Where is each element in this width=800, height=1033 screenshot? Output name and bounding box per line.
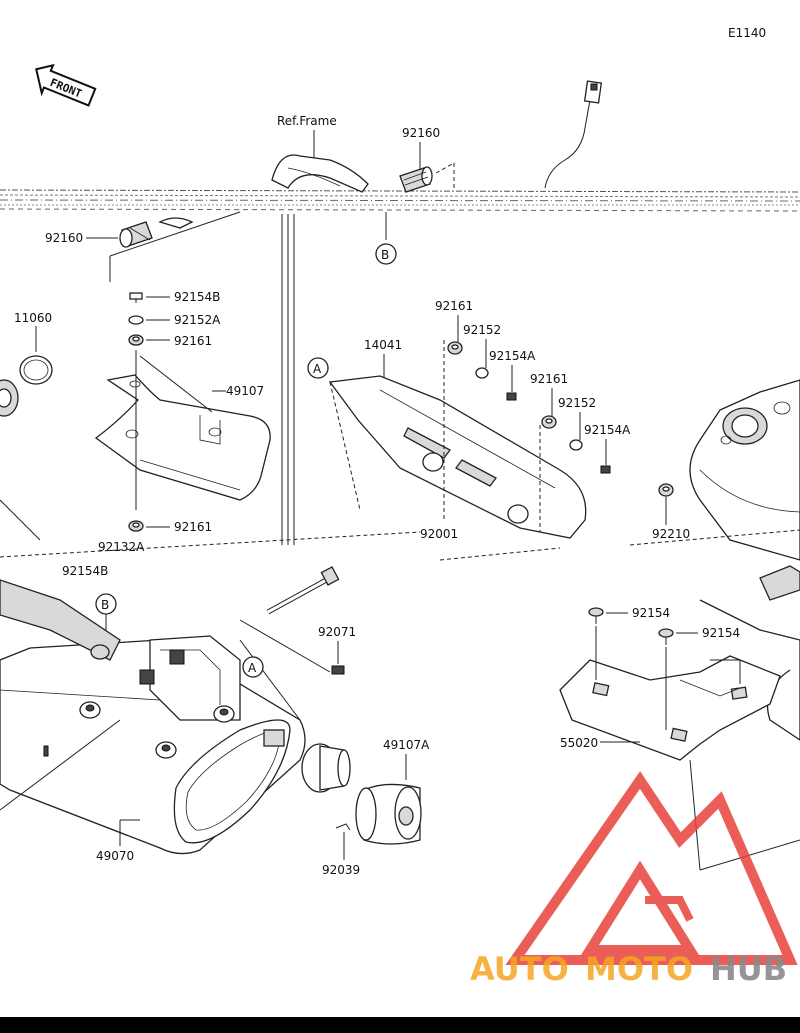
collar-92161-a bbox=[128, 334, 144, 346]
diagram-code: E1140 bbox=[728, 26, 766, 40]
label-92161-d: 92161 bbox=[530, 372, 568, 386]
frame-bracket bbox=[271, 154, 369, 193]
label-92160-top: 92160 bbox=[402, 126, 440, 140]
bolt-92154-a bbox=[588, 607, 604, 624]
frame-band bbox=[0, 188, 800, 212]
washer-92152A bbox=[128, 315, 144, 325]
label-11060: 11060 bbox=[14, 311, 52, 325]
label-92160-left: 92160 bbox=[45, 231, 83, 245]
exhaust-pipe-left-end bbox=[0, 379, 19, 417]
label-92154A-b: 92154A bbox=[584, 423, 631, 437]
label-92152A: 92152A bbox=[174, 313, 221, 327]
muffler-49070 bbox=[0, 579, 306, 855]
label-92001: 92001 bbox=[420, 527, 458, 541]
label-92152-a: 92152 bbox=[463, 323, 501, 337]
cover-14041 bbox=[328, 375, 587, 539]
watermark-hub: HUB bbox=[710, 950, 787, 988]
callout-b-top bbox=[375, 243, 397, 265]
watermark-moto: MOTO bbox=[585, 950, 693, 988]
label-92161-c: 92161 bbox=[435, 299, 473, 313]
bolt-92154B bbox=[129, 292, 143, 303]
washer-92152-b bbox=[569, 439, 583, 451]
label-92161-b: 92161 bbox=[174, 520, 212, 534]
watermark-logo bbox=[505, 771, 798, 965]
rubber-damper-top bbox=[399, 166, 433, 193]
front-arrow-icon: FRONT bbox=[35, 63, 97, 107]
wire-harness bbox=[544, 80, 603, 189]
callout-a-mid bbox=[307, 357, 329, 379]
label-49107: 49107 bbox=[226, 384, 264, 398]
bolt-92154A-a bbox=[506, 392, 517, 401]
collar-92161-d bbox=[541, 415, 557, 429]
bolt-92154A-b bbox=[600, 465, 611, 474]
label-55020: 55020 bbox=[560, 736, 598, 750]
label-92132A: 92132A bbox=[98, 540, 145, 554]
callout-b-left-label: B bbox=[101, 598, 109, 612]
heat-guard-49107 bbox=[94, 374, 271, 501]
long-bolt-92001 bbox=[266, 566, 340, 615]
watermark-auto: AUTO bbox=[470, 950, 569, 988]
label-92152-b: 92152 bbox=[558, 396, 596, 410]
callout-a-low-label: A bbox=[248, 661, 257, 675]
label-49070: 49070 bbox=[96, 849, 134, 863]
collar-92210 bbox=[658, 483, 674, 497]
muffler-cap-49107A bbox=[355, 783, 422, 845]
washer-92152-a bbox=[475, 367, 489, 379]
exhaust-header-right bbox=[689, 379, 800, 601]
label-92071: 92071 bbox=[318, 625, 356, 639]
callout-a-mid-label: A bbox=[313, 362, 322, 376]
label-92154B: 92154B bbox=[174, 290, 220, 304]
rubber-damper-left bbox=[119, 221, 153, 248]
label-92154B-b: 92154B bbox=[62, 564, 108, 578]
collar-92161-b bbox=[128, 520, 144, 532]
label-92210: 92210 bbox=[652, 527, 690, 541]
label-92161-a: 92161 bbox=[174, 334, 212, 348]
label-49107A: 49107A bbox=[383, 738, 430, 752]
callout-a-low bbox=[242, 656, 264, 678]
label-92154-b: 92154 bbox=[702, 626, 740, 640]
end-plug bbox=[301, 743, 351, 793]
heat-shield-55020 bbox=[559, 655, 781, 761]
label-14041: 14041 bbox=[364, 338, 402, 352]
label-92154A-a: 92154A bbox=[489, 349, 536, 363]
ref-frame-label: Ref.Frame bbox=[277, 114, 337, 128]
collar-92161-c bbox=[447, 341, 463, 355]
bolt-92154-b bbox=[658, 628, 674, 645]
label-92154-a: 92154 bbox=[632, 606, 670, 620]
callout-b-top-label: B bbox=[381, 248, 389, 262]
bottom-bar bbox=[0, 1017, 800, 1033]
label-92039: 92039 bbox=[322, 863, 360, 877]
clip-92071 bbox=[331, 665, 345, 675]
